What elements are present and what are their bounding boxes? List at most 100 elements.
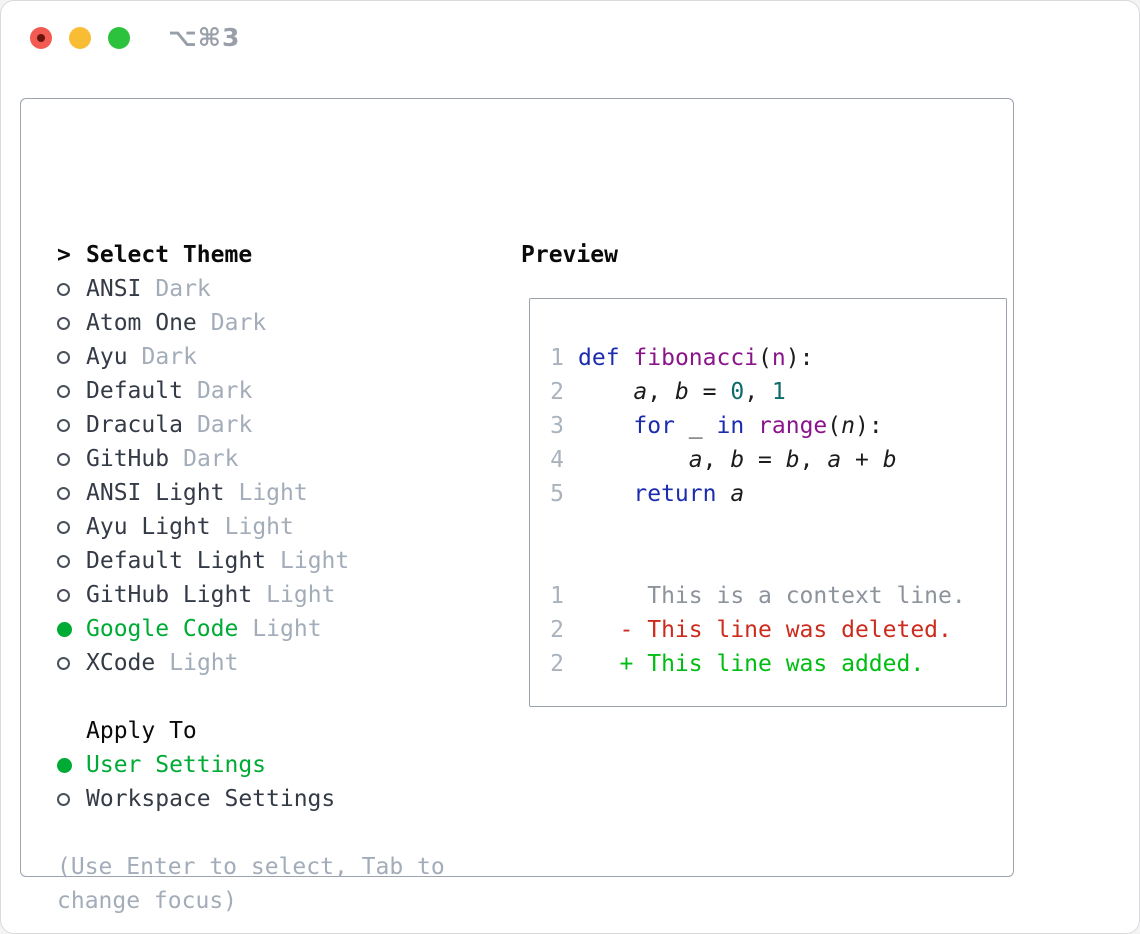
- radio-icon: [57, 282, 86, 296]
- code-line: 4 a, b = b, a + b: [550, 443, 1006, 477]
- diff-line: 1 This is a context line.: [550, 579, 1006, 613]
- radio-icon: [57, 554, 86, 568]
- option-label: ANSI: [86, 276, 142, 302]
- code-line: 5 return a: [550, 477, 1006, 511]
- token-pln: ,: [702, 447, 731, 473]
- token-kwd: in: [716, 413, 745, 439]
- theme-variant-label: Dark: [183, 446, 239, 472]
- option-label: GitHub Light: [86, 582, 253, 608]
- token-var: b: [674, 379, 689, 405]
- token-pln: ):: [855, 413, 883, 439]
- theme-variant-label: Light: [280, 548, 350, 574]
- preview-spacer: [550, 511, 1006, 579]
- theme-option[interactable]: Google Code Light: [57, 612, 349, 646]
- option-label: Default: [86, 378, 183, 404]
- close-button[interactable]: [30, 27, 52, 49]
- line-number: 4: [550, 447, 564, 473]
- option-label: Default Light: [86, 548, 267, 574]
- code-line: 2 a, b = 0, 1: [550, 375, 1006, 409]
- token-pln: ):: [785, 345, 814, 371]
- token-pln: (: [827, 413, 842, 439]
- token-pln: (: [758, 345, 772, 371]
- titlebar: ⌥⌘3: [1, 1, 1139, 71]
- token-var: b: [882, 447, 897, 473]
- option-label: XCode: [86, 650, 156, 676]
- token-lit: 0: [730, 379, 745, 405]
- token-var: b: [730, 447, 745, 473]
- window-title: ⌥⌘3: [168, 23, 241, 52]
- apply-to-title: Apply To: [86, 718, 197, 744]
- radio-icon: [57, 656, 86, 670]
- radio-icon: [57, 792, 86, 806]
- token-del: - This line was deleted.: [578, 617, 952, 643]
- token-kwd: return: [633, 481, 717, 507]
- token-var: a: [827, 447, 842, 473]
- theme-variant-label: Dark: [155, 276, 211, 302]
- token-pln: [578, 413, 633, 439]
- token-add: + This line was added.: [578, 651, 925, 677]
- token-var: a: [730, 481, 745, 507]
- theme-variant-label: Light: [252, 616, 322, 642]
- cursor-icon: >: [57, 242, 71, 268]
- option-label: GitHub: [86, 446, 170, 472]
- theme-option[interactable]: Atom One Dark: [57, 306, 349, 340]
- theme-list-title: Select Theme: [86, 242, 253, 268]
- token-typ: range: [758, 413, 828, 439]
- radio-icon: [57, 588, 86, 602]
- line-number: 1: [550, 583, 564, 609]
- code-line: 3 for _ in range(n):: [550, 409, 1006, 443]
- theme-option[interactable]: Dracula Dark: [57, 408, 349, 442]
- theme-variant-label: Dark: [141, 344, 197, 370]
- theme-variant-label: Dark: [196, 412, 253, 438]
- diff-line: 2 + This line was added.: [550, 647, 1006, 681]
- token-pln: [578, 481, 633, 507]
- theme-option[interactable]: ANSI Dark: [57, 272, 349, 306]
- option-label: Atom One: [86, 310, 197, 336]
- theme-variant-label: Dark: [210, 310, 267, 336]
- token-pln: ,: [799, 447, 828, 473]
- radio-icon: [57, 384, 86, 398]
- line-number: 2: [550, 651, 564, 677]
- line-number: 2: [550, 617, 564, 643]
- token-pln: [716, 481, 730, 507]
- line-number: 1: [550, 345, 564, 371]
- option-label: Dracula: [86, 412, 183, 438]
- option-label: Workspace Settings: [86, 786, 336, 812]
- minimize-button[interactable]: [69, 27, 91, 49]
- theme-option[interactable]: Default Light Light: [57, 544, 349, 578]
- token-pln: +: [841, 447, 883, 473]
- token-kwd: for: [633, 413, 675, 439]
- token-var: n: [841, 413, 856, 439]
- apply-to-option[interactable]: Workspace Settings: [57, 782, 335, 816]
- option-label: Google Code: [86, 616, 239, 642]
- radio-icon: [57, 452, 86, 466]
- preview-title: Preview: [521, 242, 618, 268]
- theme-variant-label: Light: [238, 480, 308, 506]
- theme-option[interactable]: GitHub Dark: [57, 442, 349, 476]
- theme-list-header: > Select Theme: [57, 238, 349, 272]
- radio-icon: [57, 350, 86, 364]
- option-label: User Settings: [86, 752, 267, 778]
- theme-variant-label: Dark: [196, 378, 253, 404]
- theme-option[interactable]: Default Dark: [57, 374, 349, 408]
- token-var: a: [633, 379, 648, 405]
- apply-to-option[interactable]: User Settings: [57, 748, 335, 782]
- token-var: b: [785, 447, 800, 473]
- token-pln: =: [744, 447, 786, 473]
- diff-line: 2 - This line was deleted.: [550, 613, 1006, 647]
- line-number: 3: [550, 413, 564, 439]
- token-typ: n: [771, 345, 786, 371]
- token-pln: _: [674, 413, 717, 439]
- zoom-button[interactable]: [108, 27, 130, 49]
- token-lit: 1: [771, 379, 786, 405]
- token-pln: [620, 345, 634, 371]
